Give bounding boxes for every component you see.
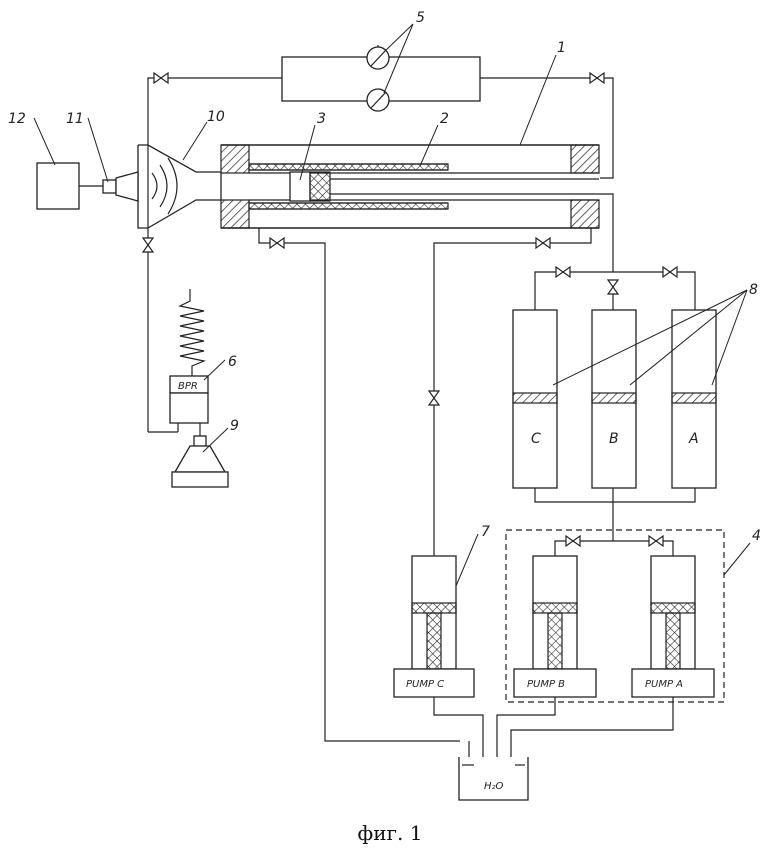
label-1: 1 — [557, 40, 566, 56]
pump-b-label: PUMP B — [527, 679, 565, 690]
piston — [290, 172, 310, 201]
tank-b-label: B — [609, 431, 619, 447]
tank-a-label: A — [688, 431, 699, 447]
pump-group-4: PUMP B PUMP A 4 — [506, 528, 761, 702]
pump-c-label: PUMP C — [406, 679, 444, 690]
label-8: 8 — [749, 282, 758, 298]
label-7: 7 — [481, 524, 490, 540]
tank-bank: C B A 8 — [513, 267, 758, 541]
label-4: 4 — [752, 528, 761, 544]
pump-c-unit: PUMP C 7 — [394, 524, 490, 697]
valve-top-left[interactable] — [154, 73, 168, 83]
valve-lower-right[interactable] — [536, 238, 550, 248]
valve-tank-b-top[interactable] — [608, 280, 618, 294]
valve-tank-c-top[interactable] — [556, 267, 570, 277]
valve-top-right[interactable] — [590, 73, 604, 83]
tank-c-label: C — [531, 431, 541, 447]
label-11: 11 — [66, 111, 84, 127]
sensor-block — [103, 180, 116, 193]
label-3: 3 — [317, 111, 326, 127]
label-5: 5 — [416, 10, 425, 26]
controller-box — [37, 163, 79, 209]
label-10: 10 — [207, 109, 225, 125]
valve-bpr[interactable] — [143, 238, 153, 252]
label-12: 12 — [8, 111, 26, 127]
label-9: 9 — [230, 418, 239, 434]
nozzle-assembly: 10 11 12 — [8, 109, 225, 228]
figure-caption: фиг. 1 — [358, 821, 423, 845]
scale — [172, 472, 228, 487]
label-2: 2 — [440, 111, 449, 127]
valve-tank-a-top[interactable] — [663, 267, 677, 277]
water-reservoir: H₂O — [434, 697, 673, 800]
water-label: H₂O — [484, 781, 504, 792]
back-pressure-regulator: BPR 6 9 — [143, 228, 239, 487]
bpr-label: BPR — [178, 381, 198, 392]
valve-pump-a[interactable] — [649, 536, 663, 546]
valve-lower-left[interactable] — [270, 238, 284, 248]
valve-pump-b[interactable] — [566, 536, 580, 546]
pump-a-label: PUMP A — [645, 679, 683, 690]
label-6: 6 — [228, 354, 237, 370]
valve-pump-c-line[interactable] — [429, 391, 439, 405]
